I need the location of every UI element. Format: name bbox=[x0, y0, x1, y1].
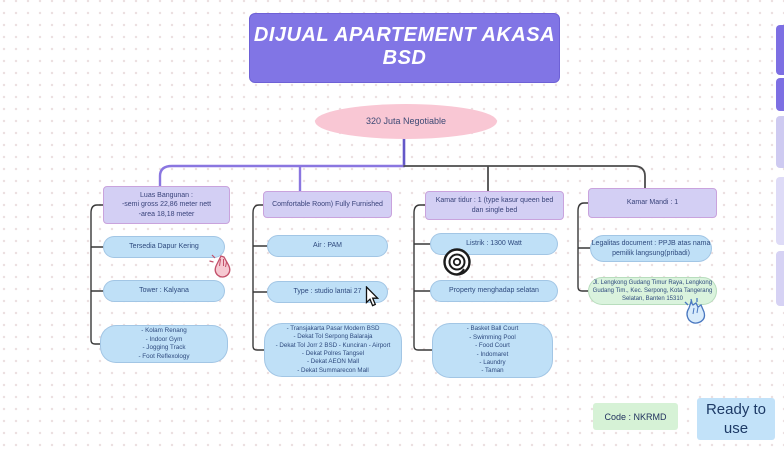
child-node-facilities[interactable]: - Basket Ball Court - Swimming Pool - Fo… bbox=[432, 323, 553, 378]
child-node-address[interactable]: Jl. Lengkong Gudang Timur Raya, Lengkong… bbox=[588, 277, 717, 305]
ready-to-use-node[interactable]: Ready to use bbox=[697, 398, 775, 440]
clipped-canvas-item-purple-1[interactable] bbox=[776, 25, 784, 75]
child-node-access[interactable]: - Transjakarta Pasar Modern BSD - Dekat … bbox=[264, 323, 402, 377]
clapping-hands-icon[interactable] bbox=[676, 293, 712, 329]
child-node-air[interactable]: Air : PAM bbox=[267, 235, 388, 257]
clipped-canvas-item-lavender-1[interactable] bbox=[776, 116, 784, 168]
clipped-canvas-item-purple-2[interactable] bbox=[776, 78, 784, 111]
spiral-icon[interactable] bbox=[442, 247, 472, 277]
child-node-legalitas[interactable]: Legalitas document : PPJB atas nama pemi… bbox=[590, 235, 712, 262]
parent-node-kamar-mandi[interactable]: Kamar Mandi : 1 bbox=[588, 188, 717, 218]
parent-node-fully-furnished[interactable]: Comfortable Room) Fully Furnished bbox=[263, 191, 392, 218]
clipped-canvas-item-lavender-2[interactable] bbox=[776, 177, 784, 245]
mouse-cursor-icon bbox=[365, 286, 380, 307]
title-node[interactable]: DIJUAL APARTEMENT AKASA BSD bbox=[249, 13, 560, 83]
child-node-dapur-kering[interactable]: Tersedia Dapur Kering bbox=[103, 236, 225, 258]
child-node-tower[interactable]: Tower : Kalyana bbox=[103, 280, 225, 302]
code-node[interactable]: Code : NKRMD bbox=[593, 403, 678, 430]
child-node-type[interactable]: Type : studio lantai 27 bbox=[267, 281, 388, 303]
child-node-facing[interactable]: Property menghadap selatan bbox=[430, 280, 558, 302]
parent-node-kamar-tidur[interactable]: Kamar tidur : 1 (type kasur queen bed da… bbox=[425, 191, 564, 220]
clipped-canvas-item-lavender-3[interactable] bbox=[776, 251, 784, 306]
pinched-fingers-icon[interactable] bbox=[203, 249, 237, 283]
parent-node-luas-bangunan[interactable]: Luas Bangunan : -semi gross 22,86 meter … bbox=[103, 186, 230, 224]
child-node-amenities[interactable]: - Kolam Renang - Indoor Gym - Jogging Tr… bbox=[100, 325, 228, 363]
price-node[interactable]: 320 Juta Negotiable bbox=[315, 104, 497, 139]
